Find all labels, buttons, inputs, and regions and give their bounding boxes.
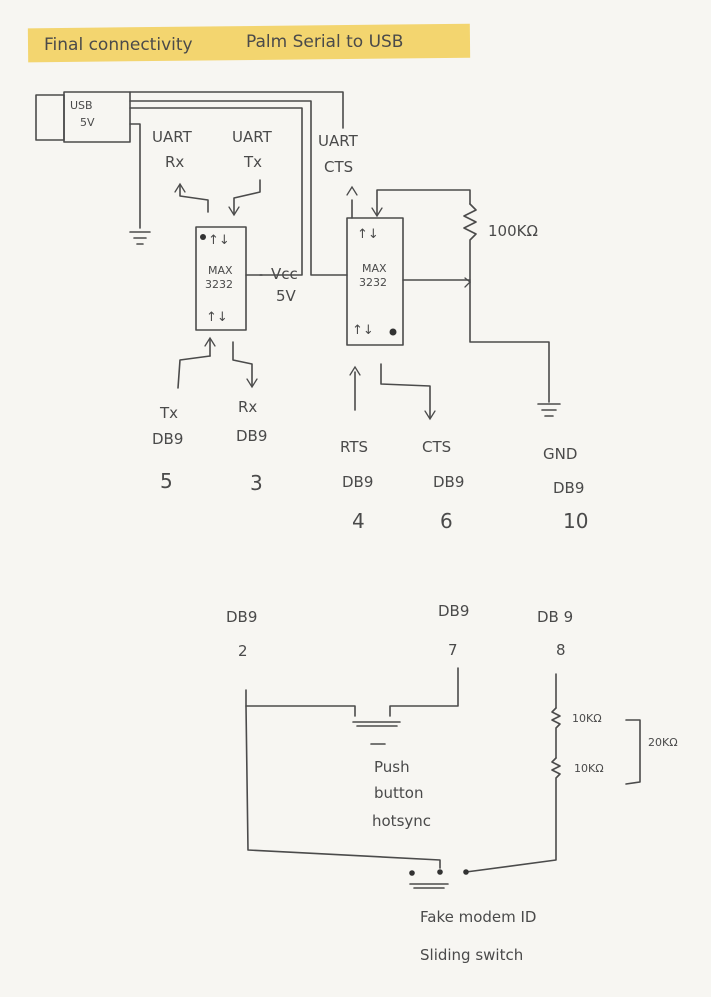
uart-rx-arrow	[174, 182, 209, 213]
switch-label-1: Fake modem ID	[420, 908, 536, 926]
cts-db9-arrow	[380, 363, 436, 421]
usb-label: USB	[70, 99, 93, 112]
ground-symbol-usb	[129, 231, 151, 245]
db9-rx-signal: Rx	[238, 398, 257, 416]
push-button-label-2: button	[374, 784, 423, 802]
db9-cts-conn: DB9	[433, 473, 464, 491]
resistor-10k-1	[551, 707, 561, 759]
title-right: Palm Serial to USB	[246, 32, 403, 52]
resistor-20k-label: 20KΩ	[648, 736, 678, 749]
db9-pin7-conn: DB9	[438, 602, 469, 620]
chip-1-pin1-dot	[200, 234, 206, 240]
uart-rx-label-2: Rx	[165, 153, 184, 171]
resistor-100k-label: 100KΩ	[488, 222, 538, 240]
db9-tx-pin: 5	[160, 469, 173, 493]
db9-top-labels: Tx DB9 5 Rx DB9 3 RTS DB9 4 CTS DB9 6 GN…	[152, 398, 588, 533]
resistor-bracket	[625, 719, 641, 785]
db9-rts-conn: DB9	[342, 473, 373, 491]
chip-2-arrows-bottom: ↑↓	[352, 323, 374, 338]
chip-1-arrows-bottom: ↑↓	[206, 310, 228, 325]
resistor-10k-2	[465, 757, 561, 873]
rx-db9-arrow	[232, 341, 258, 389]
db9-gnd-pin: 10	[563, 509, 588, 533]
db9-tx-conn: DB9	[152, 430, 183, 448]
chip-2-label-2: 3232	[359, 276, 387, 289]
db9-rx-pin: 3	[250, 471, 263, 495]
vcc-voltage-label: 5V	[276, 287, 297, 305]
resistor-10k-1-label: 10KΩ	[572, 712, 602, 725]
db9-pin7-num: 7	[448, 641, 458, 659]
db9-tx-signal: Tx	[159, 404, 178, 422]
db9-pin2-conn: DB9	[226, 608, 257, 626]
max3232-chip-2: ↑↓ MAX 3232 ↑↓	[346, 217, 404, 346]
db9-rts-signal: RTS	[340, 438, 368, 456]
rts-db9-arrow	[349, 365, 361, 411]
switch-contact-3	[463, 869, 469, 875]
db9-pin8-conn: DB 9	[537, 608, 573, 626]
bottom-circuit	[245, 667, 641, 873]
push-button-label-3: hotsync	[372, 812, 431, 830]
uart-cts-label-2: CTS	[324, 158, 353, 176]
switch-contact-1	[409, 870, 415, 876]
feedback-loop	[371, 189, 550, 403]
chip-1-arrows-top: ↑↓	[208, 233, 230, 248]
uart-cts-label-1: UART	[318, 132, 359, 150]
tx-db9-arrow	[177, 336, 216, 389]
ground-symbol-db9	[537, 403, 561, 417]
sliding-switch	[409, 869, 469, 889]
chip-2-label-1: MAX	[362, 262, 387, 275]
push-button-label-1: Push	[374, 758, 410, 776]
db9-rx-conn: DB9	[236, 427, 267, 445]
chip-2-pin1-dot	[389, 328, 397, 336]
resistor-10k-2-label: 10KΩ	[574, 762, 604, 775]
db9-cts-signal: CTS	[422, 438, 451, 456]
usb-voltage-label: 5V	[80, 116, 95, 129]
uart-rx-label-1: UART	[152, 128, 193, 146]
uart-tx-arrow	[228, 179, 261, 217]
vcc-label: Vcc	[271, 265, 298, 283]
max3232-chip-1: ↑↓ MAX 3232 ↑↓	[195, 226, 247, 331]
db9-bottom-labels: DB9 2 DB9 7 DB 9 8	[226, 602, 573, 660]
db9-rts-pin: 4	[352, 509, 365, 533]
uart-tx-label-1: UART	[232, 128, 273, 146]
chip-1-label-2: 3232	[205, 278, 233, 291]
db9-gnd-conn: DB9	[553, 479, 584, 497]
uart-cts-arrow	[346, 185, 358, 219]
db9-gnd-signal: GND	[543, 445, 577, 463]
title-highlight	[27, 23, 471, 63]
switch-label-2: Sliding switch	[420, 946, 523, 964]
title-banner: Final connectivity Palm Serial to USB	[27, 23, 471, 63]
switch-contact-2	[437, 869, 443, 875]
db9-pin2-num: 2	[238, 642, 248, 660]
usb-connector: USB 5V	[35, 91, 131, 143]
chip-1-label-1: MAX	[208, 264, 233, 277]
db9-pin8-num: 8	[556, 641, 566, 659]
chip-2-arrows-top: ↑↓	[357, 227, 379, 242]
uart-tx-label-2: Tx	[243, 153, 262, 171]
usb-wires	[129, 91, 348, 276]
title-left: Final connectivity	[44, 35, 193, 55]
db9-cts-pin: 6	[440, 509, 453, 533]
